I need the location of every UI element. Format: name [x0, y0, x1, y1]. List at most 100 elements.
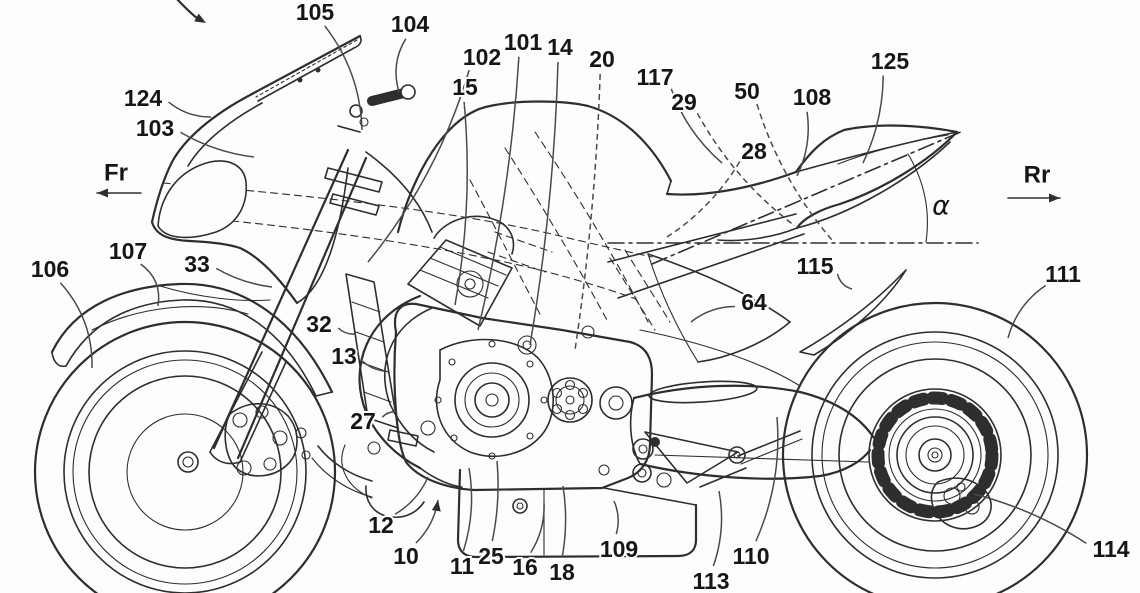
leader-28	[666, 161, 741, 238]
ref-label-125: 125	[871, 48, 910, 74]
ref-label-103: 103	[136, 115, 174, 141]
engine	[367, 215, 654, 492]
rear-fender-blade	[799, 269, 907, 356]
datum-lines	[607, 130, 979, 265]
ref-label-64: 64	[741, 289, 767, 315]
ref-label-27: 27	[350, 408, 376, 434]
ref-label-105: 105	[296, 0, 335, 25]
windscreen-edge	[250, 34, 362, 96]
lower-triple-clamp	[329, 193, 380, 216]
leader-29	[696, 112, 796, 227]
leader-15	[454, 101, 469, 306]
ref-label-12: 12	[368, 512, 394, 538]
leader-104	[395, 38, 407, 93]
airbox	[433, 215, 515, 255]
tank-seat-tail	[396, 100, 959, 387]
ref-label-111: 111	[1045, 261, 1081, 287]
ref-label-11: 11	[450, 553, 475, 579]
leader-18	[561, 485, 567, 558]
swingarm	[629, 380, 876, 480]
rear-brake-caliper	[930, 477, 992, 530]
front-brake-caliper	[224, 403, 311, 477]
cylinder-head	[407, 239, 513, 327]
ref-label-104: 104	[391, 11, 430, 37]
front-wheel	[33, 320, 337, 593]
ref-label-20: 20	[589, 46, 615, 72]
leader-101	[477, 56, 520, 331]
rear-wheel	[781, 301, 1089, 593]
leader-107	[140, 263, 160, 307]
headlight-opening	[157, 160, 248, 239]
upper-triple-clamp	[324, 167, 383, 193]
suspension-linkage	[632, 430, 803, 488]
leader-113	[712, 490, 723, 567]
leader-125	[862, 75, 884, 164]
generator-cover	[435, 338, 554, 458]
leader-14	[529, 61, 559, 346]
clutch-cover	[547, 377, 593, 423]
front-fender	[50, 282, 334, 397]
swingarm-pivot	[599, 386, 633, 420]
ref-label-32: 32	[306, 311, 332, 337]
ref-label-13: 13	[331, 343, 357, 369]
leader-109	[613, 500, 619, 535]
leader-111	[1007, 284, 1047, 339]
leader-16	[530, 502, 545, 554]
leader-103	[180, 131, 255, 158]
direction-arrowhead-rear	[1049, 193, 1060, 203]
oil-pan	[456, 468, 698, 559]
frame-spar	[365, 151, 433, 233]
direction-arrowhead-front	[97, 188, 108, 198]
leader-64	[690, 305, 735, 323]
ref-label-114: 114	[1092, 536, 1129, 562]
leader-25	[491, 460, 499, 542]
ref-label-18: 18	[549, 559, 575, 585]
ref-label-16: 16	[512, 554, 538, 580]
leader-27	[381, 411, 398, 418]
fuel-tank-outline	[396, 100, 673, 234]
ref-label-113: 113	[692, 568, 729, 593]
leader-108	[796, 111, 809, 177]
handlebar	[349, 84, 416, 127]
seat-line	[665, 170, 798, 196]
ref-label-109: 109	[600, 536, 638, 562]
leader-114	[973, 493, 1087, 545]
ref-label-29: 29	[671, 89, 697, 115]
rear-sprocket	[868, 388, 1002, 522]
leader-117	[670, 88, 723, 164]
direction-label-rear: Rr	[1024, 161, 1051, 188]
exhaust-pipe	[311, 294, 463, 518]
leader-32	[337, 327, 356, 335]
leader-13	[362, 360, 385, 372]
leader-105	[324, 25, 363, 131]
ref-label-10: 10	[393, 543, 419, 569]
leader-11	[462, 467, 473, 552]
front-axle	[177, 451, 199, 473]
ref-label-108: 108	[793, 84, 832, 110]
tail-axis-line	[651, 130, 964, 265]
leader-20	[574, 73, 601, 351]
leader-115	[836, 273, 853, 290]
hidden-lines	[159, 131, 671, 331]
ref-label-101: 101	[504, 29, 543, 55]
angle-symbol: α	[932, 190, 950, 221]
leader-33	[215, 267, 273, 288]
ref-label-124: 124	[124, 85, 163, 111]
ref-label-117: 117	[636, 64, 673, 90]
ref-label-115: 115	[796, 253, 833, 279]
ref-label-25: 25	[478, 543, 504, 569]
drive-sprocket	[632, 438, 654, 460]
ref-label-50: 50	[734, 78, 760, 104]
ref-label-33: 33	[184, 251, 210, 277]
subframe	[607, 213, 805, 299]
tail-cowl-bottom	[795, 130, 959, 230]
leader-102	[367, 69, 470, 263]
leader-110	[755, 416, 779, 542]
tail-cowl-top	[794, 124, 959, 174]
ref-label-102: 102	[463, 44, 501, 70]
front-fork	[209, 125, 383, 465]
angle-arc	[907, 153, 928, 243]
